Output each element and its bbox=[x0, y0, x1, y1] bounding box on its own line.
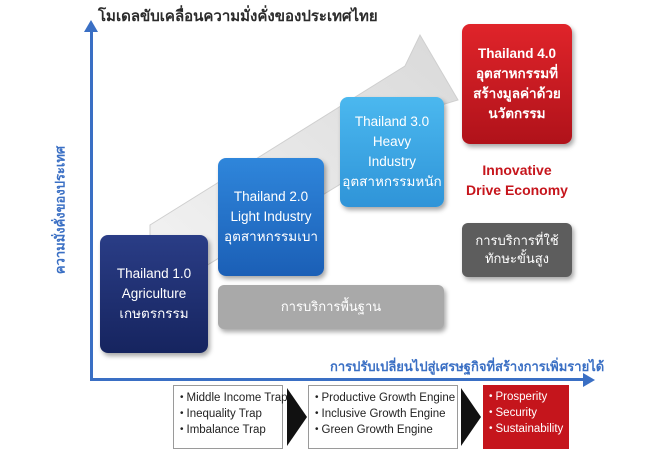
y-axis-arrow-icon bbox=[84, 20, 98, 32]
advanced-services-line: การบริการที่ใช้ bbox=[475, 233, 559, 248]
stage-thailand-1: Thailand 1.0 Agriculture เกษตรกรรม bbox=[100, 235, 208, 353]
y-axis bbox=[90, 30, 93, 380]
stage-line: อุตสาหกรรมหนัก bbox=[342, 174, 442, 189]
innovative-line: Drive Economy bbox=[466, 182, 568, 198]
advanced-services-line: ทักษะขั้นสูง bbox=[484, 251, 550, 266]
bullet-icon: • bbox=[180, 408, 184, 419]
innovative-line: Innovative bbox=[482, 162, 552, 178]
list-item: •Productive Growth Engine bbox=[315, 390, 455, 406]
stage-line: อุตสาหกรรมที่ bbox=[475, 66, 559, 81]
bullet-icon: • bbox=[315, 424, 319, 435]
trap-label: Inequality Trap bbox=[186, 408, 262, 420]
stage-line: นวัตกรรม bbox=[488, 106, 546, 121]
list-item: •Middle Income Trap bbox=[180, 390, 288, 406]
x-axis bbox=[90, 378, 585, 381]
outcome-label: Security bbox=[495, 407, 538, 419]
stage-thailand-2: Thailand 2.0 Light Industry อุตสาหกรรมเบ… bbox=[218, 158, 324, 276]
stage-thailand-4: Thailand 4.0 อุตสาหกรรมที่ สร้างมูลค่าด้… bbox=[462, 24, 572, 144]
stage-line: Thailand 1.0 bbox=[116, 266, 192, 281]
engine-label: Inclusive Growth Engine bbox=[321, 408, 446, 420]
traps-panel: •Middle Income Trap •Inequality Trap •Im… bbox=[173, 385, 288, 449]
stage-line: Thailand 2.0 bbox=[233, 189, 309, 204]
stage-thailand-3: Thailand 3.0 Heavy Industry อุตสาหกรรมหน… bbox=[340, 97, 444, 207]
list-item: •Inequality Trap bbox=[180, 406, 276, 422]
diagram-title: โมเดลขับเคลื่อนความมั่งคั่งของประเทศไทย bbox=[98, 8, 378, 25]
x-axis-label: การปรับเปลี่ยนไปสู่เศรษฐกิจที่สร้างการเพ… bbox=[330, 359, 605, 374]
engine-label: Green Growth Engine bbox=[321, 424, 433, 436]
stage-line: Heavy bbox=[372, 134, 412, 149]
list-item: •Imbalance Trap bbox=[180, 422, 276, 438]
bullet-icon: • bbox=[180, 392, 184, 403]
stage-line: Thailand 3.0 bbox=[354, 114, 430, 129]
stage-line: อุตสาหกรรมเบา bbox=[224, 229, 318, 244]
stage-line: เกษตรกรรม bbox=[119, 306, 189, 321]
list-item: •Sustainability bbox=[489, 421, 563, 437]
engines-panel: •Productive Growth Engine •Inclusive Gro… bbox=[308, 385, 458, 449]
stage-line: สร้างมูลค่าด้วย bbox=[473, 86, 561, 101]
engine-label: Productive Growth Engine bbox=[321, 392, 456, 404]
bullet-icon: • bbox=[315, 392, 319, 403]
stage-line: Industry bbox=[367, 154, 417, 169]
x-axis-arrow-icon bbox=[583, 373, 595, 387]
outcomes-panel: •Prosperity •Security •Sustainability bbox=[483, 385, 569, 449]
stage-line: Agriculture bbox=[121, 286, 187, 301]
stage-line: Light Industry bbox=[230, 209, 312, 224]
basic-services-box: การบริการพื้นฐาน bbox=[218, 285, 444, 329]
chevron-right-icon bbox=[461, 388, 481, 446]
innovative-economy-label: Innovative Drive Economy bbox=[462, 160, 572, 200]
trap-label: Middle Income Trap bbox=[186, 392, 288, 404]
outcome-label: Prosperity bbox=[495, 391, 548, 403]
stage-line: Thailand 4.0 bbox=[477, 46, 557, 61]
outcome-label: Sustainability bbox=[495, 423, 564, 435]
bullet-icon: • bbox=[180, 424, 184, 435]
list-item: •Security bbox=[489, 405, 563, 421]
y-axis-label: ความมั่งคั่งของประเทศ bbox=[52, 145, 68, 275]
basic-services-label: การบริการพื้นฐาน bbox=[280, 299, 382, 314]
advanced-services-box: การบริการที่ใช้ ทักษะขั้นสูง bbox=[462, 223, 572, 277]
list-item: •Green Growth Engine bbox=[315, 422, 451, 438]
bullet-icon: • bbox=[489, 391, 493, 402]
list-item: •Prosperity bbox=[489, 389, 563, 405]
list-item: •Inclusive Growth Engine bbox=[315, 406, 451, 422]
bullet-icon: • bbox=[489, 407, 493, 418]
bullet-icon: • bbox=[489, 423, 493, 434]
trap-label: Imbalance Trap bbox=[186, 424, 266, 436]
chevron-right-icon bbox=[287, 388, 307, 446]
bullet-icon: • bbox=[315, 408, 319, 419]
